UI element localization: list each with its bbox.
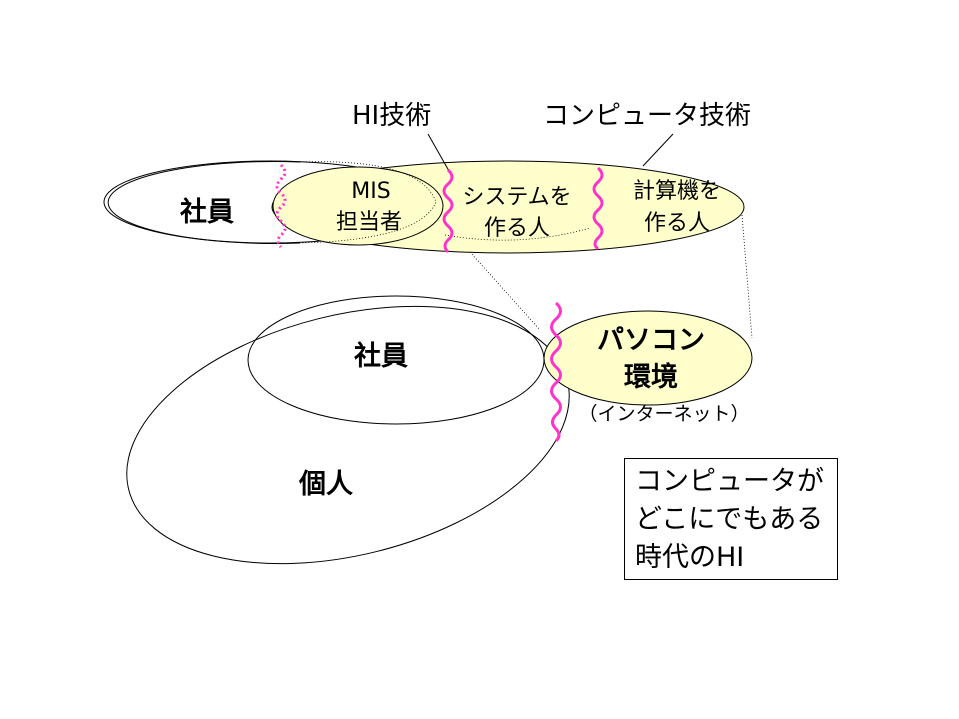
- employee-ellipse-dotted: [299, 161, 437, 244]
- individual-label: 個人: [298, 469, 353, 500]
- connector-left: [469, 251, 541, 331]
- wavy-line-computer: [592, 166, 604, 251]
- internet-label: （インターネット）: [578, 403, 749, 425]
- note-box: コンピュータが どこにでもある 時代のHI: [624, 458, 838, 580]
- wavy-line-dotted: [275, 163, 287, 249]
- mis-label-line1: MIS: [351, 179, 390, 204]
- individual-ellipse: [126, 305, 570, 565]
- note-line-1: コンピュータが: [635, 466, 824, 497]
- pc-environment-ellipse: [543, 310, 753, 406]
- employee-label-bottom: 社員: [354, 340, 408, 372]
- system-label-line1: システムを: [462, 185, 571, 210]
- pc-label-line1: パソコン: [597, 325, 705, 356]
- computer-label-line2: 作る人: [644, 211, 710, 236]
- pc-label-line2: 環境: [624, 362, 678, 393]
- computer-label-line1: 計算機を: [633, 179, 721, 204]
- employee-label-top: 社員: [180, 196, 234, 228]
- note-line-2: どこにでもある: [635, 504, 824, 535]
- wavy-line-pc: [550, 301, 562, 443]
- computer-tech-label: コンピュータ技術: [543, 101, 751, 131]
- hi-tech-label: HI技術: [352, 101, 431, 131]
- mis-label-line2: 担当者: [336, 210, 402, 235]
- system-label-line2: 作る人: [484, 216, 550, 241]
- mis-ellipse: [272, 166, 444, 246]
- wavy-line-hi: [442, 168, 454, 254]
- note-line-3: 時代のHI: [635, 542, 745, 573]
- employee-ellipse-top-outline: [107, 161, 301, 244]
- system-inner-dotted: [444, 227, 591, 241]
- connector-right: [741, 214, 753, 339]
- computer-tech-pointer: [642, 133, 674, 167]
